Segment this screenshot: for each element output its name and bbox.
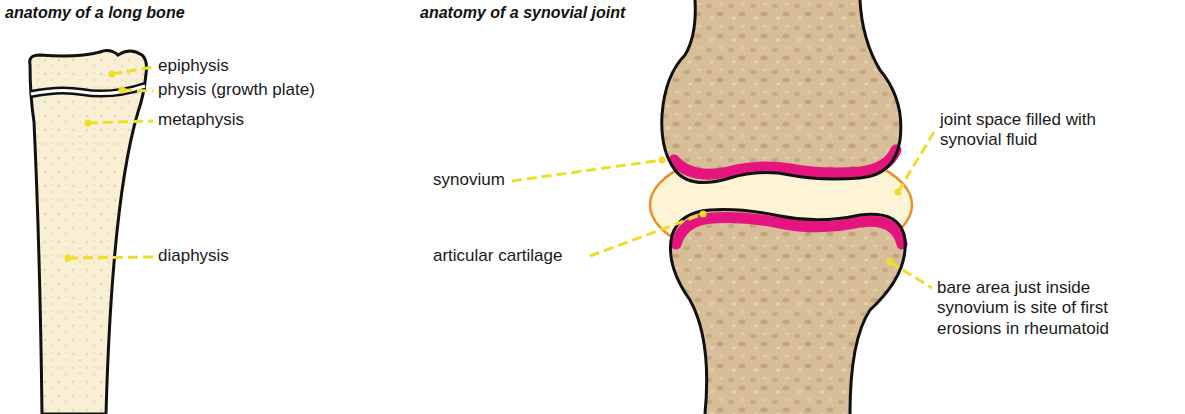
leader-dot: [65, 255, 72, 262]
lower-cartilage: [676, 218, 902, 244]
part-label: metaphysis: [158, 110, 244, 130]
leader-dot: [109, 71, 116, 78]
leader-dot: [119, 87, 126, 94]
leader-line: [112, 67, 153, 74]
leader-dot: [895, 189, 902, 196]
upper-bone: [662, 0, 901, 183]
figure-heading: anatomy of a synovial joint: [420, 3, 625, 22]
upper-bone-outline: [662, 0, 901, 183]
leader-dot: [85, 120, 92, 127]
leader-line: [88, 121, 153, 123]
note-label: bare area just inside synovium is site o…: [937, 278, 1151, 339]
part-label: epiphysis: [158, 56, 229, 76]
leader-dot: [659, 157, 666, 164]
leader-line: [890, 262, 932, 288]
lower-bone-outline: [670, 210, 905, 414]
leader-dots: [65, 71, 902, 266]
leader-line: [898, 132, 934, 192]
leader-line: [590, 214, 703, 256]
part-label: physis (growth plate): [158, 80, 315, 100]
leader-lines: [68, 67, 934, 288]
leader-line: [512, 160, 662, 181]
leader-dot: [887, 259, 894, 266]
note-label: joint space filled with synovial fluid: [940, 110, 1140, 151]
leader-dot: [700, 211, 707, 218]
part-label: synovium: [433, 170, 505, 190]
leader-line: [122, 90, 153, 91]
part-label: articular cartilage: [433, 246, 562, 266]
long-bone: [30, 51, 147, 414]
leader-line: [68, 257, 153, 258]
part-label: diaphysis: [158, 246, 229, 266]
upper-cartilage: [674, 150, 896, 174]
figure-heading: anatomy of a long bone: [5, 3, 185, 22]
lower-bone: [670, 210, 905, 414]
